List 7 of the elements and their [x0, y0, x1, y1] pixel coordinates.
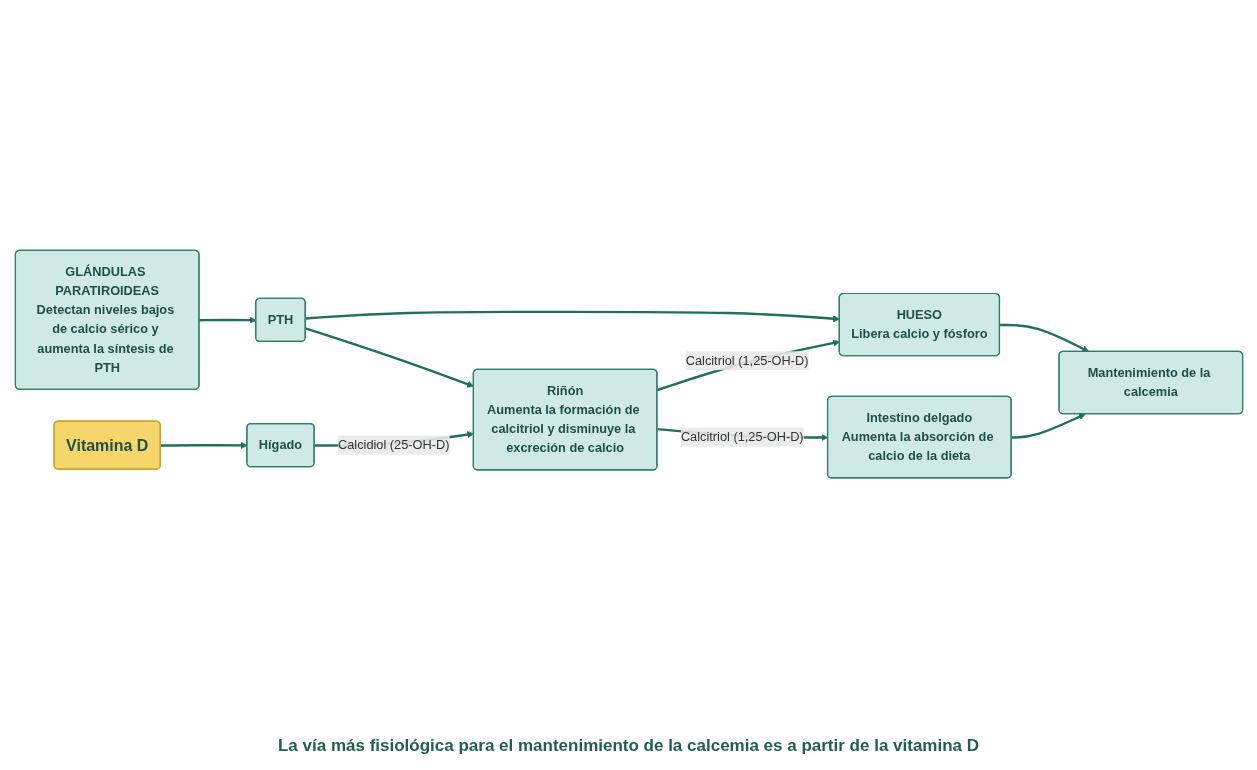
arrow — [198, 316, 256, 324]
arrow — [1011, 413, 1086, 439]
edge-label: Calcitriol (1,25-OH-D) — [680, 429, 804, 444]
caption: La vía más fisiológica para el mantenimiento de la calcemia es a partir de la vitamina D — [277, 736, 980, 756]
edge-label: Calcitriol (1,25-OH-D) — [685, 353, 808, 367]
arrow — [999, 323, 1089, 352]
edge-label: Calcidiol (25-OH-D) — [337, 437, 449, 452]
